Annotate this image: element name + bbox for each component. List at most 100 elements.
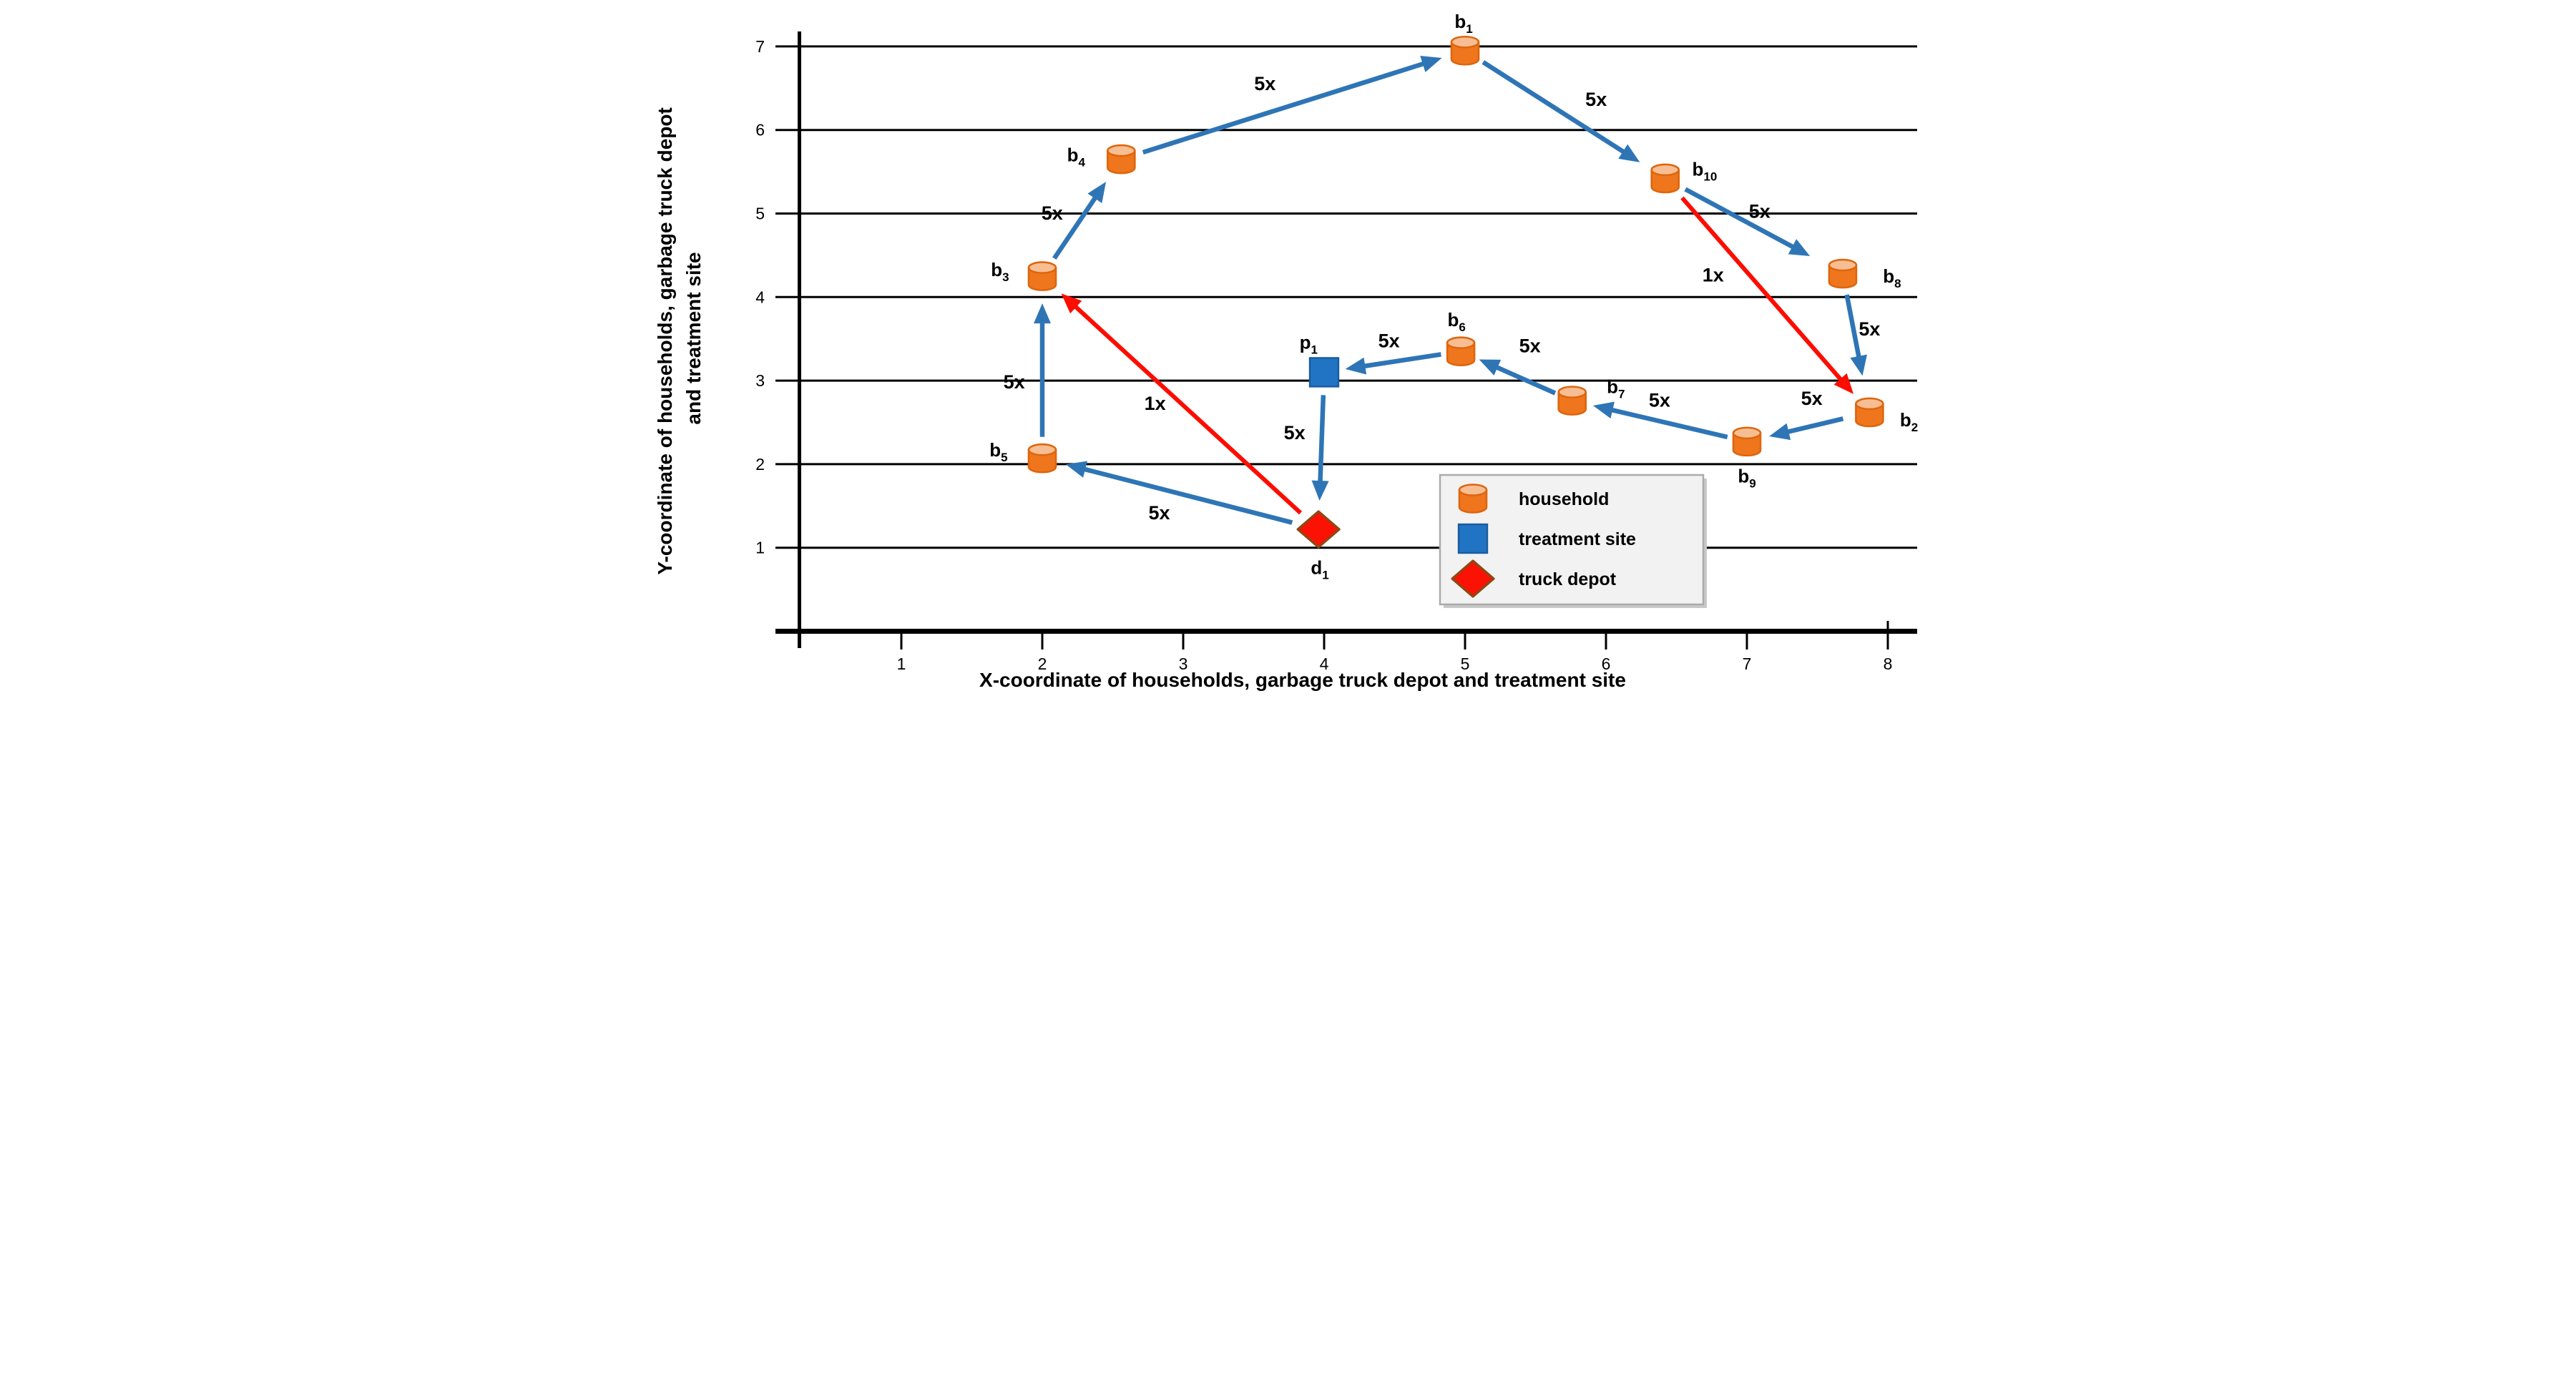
node-label-subscript: 7 xyxy=(1618,387,1625,401)
arrowhead xyxy=(1033,303,1051,324)
household-cylinder-body xyxy=(1732,432,1761,457)
x-tick-label-4: 4 xyxy=(1319,655,1328,673)
household-icon xyxy=(1854,397,1884,428)
x-tick-label-2: 2 xyxy=(1037,655,1047,673)
edge-b5-to-b3 xyxy=(1033,303,1051,437)
household-icon xyxy=(1106,144,1136,175)
household-cylinder-top xyxy=(1106,144,1136,157)
y-tick-label-4: 4 xyxy=(755,288,765,306)
y-axis-title: Y-coordinate of households, garbage truc… xyxy=(654,102,705,574)
node-b10 xyxy=(1650,163,1680,194)
household-cylinder-body xyxy=(1027,266,1057,291)
edge-b3-to-b4 xyxy=(1052,182,1106,260)
node-label-main: p xyxy=(1299,331,1311,353)
edge-label-b6-p1: 5x xyxy=(1378,330,1399,352)
node-label-p1: p1 xyxy=(1299,331,1317,356)
edge-b2-to-b9 xyxy=(1768,416,1843,441)
arrowhead xyxy=(1849,354,1867,376)
household-cylinder-body xyxy=(1828,264,1857,289)
node-label-subscript: 1 xyxy=(1311,343,1317,356)
node-b2 xyxy=(1854,397,1884,428)
x-axis-title: X-coordinate of households, garbage truc… xyxy=(979,669,1626,691)
legend-item-treatment: treatment site xyxy=(1457,523,1636,554)
household-cylinder-top xyxy=(1458,484,1487,496)
node-label-main: b xyxy=(1738,465,1749,486)
node-label-subscript: 6 xyxy=(1459,320,1465,334)
arrowhead xyxy=(1061,293,1082,314)
nodes-layer xyxy=(1027,35,1884,549)
node-label-b6: b6 xyxy=(1447,309,1465,334)
edge-b4-to-b1 xyxy=(1142,55,1442,155)
household-icon xyxy=(1027,443,1057,474)
node-label-subscript: 1 xyxy=(1322,569,1328,582)
y-tick-label-3: 3 xyxy=(755,371,765,390)
legend-item-depot: truck depot xyxy=(1450,559,1617,598)
edge-label-b5-b3: 5x xyxy=(1003,371,1024,393)
edge-line xyxy=(1081,466,1293,525)
node-label-subscript: 9 xyxy=(1749,476,1755,490)
household-cylinder-body xyxy=(1446,341,1475,366)
legend-label-depot: truck depot xyxy=(1519,569,1617,589)
household-cylinder-top xyxy=(1732,426,1761,440)
node-label-b4: b4 xyxy=(1067,144,1085,170)
depot-icon xyxy=(1296,510,1341,549)
arrowhead xyxy=(1419,55,1442,72)
legend-label-treatment: treatment site xyxy=(1519,529,1636,549)
node-label-main: b xyxy=(1899,409,1911,431)
edge-label-b4-b1: 5x xyxy=(1254,73,1275,94)
y-tick-label-5: 5 xyxy=(755,205,765,223)
y-tick-label-7: 7 xyxy=(755,37,765,56)
edge-line xyxy=(1361,352,1441,369)
node-label-main: b xyxy=(1447,309,1459,330)
node-label-main: d xyxy=(1311,557,1322,579)
y-tick-label-2: 2 xyxy=(755,455,765,474)
node-label-subscript: 8 xyxy=(1894,277,1901,290)
edge-label-b3-b4: 5x xyxy=(1041,202,1062,224)
household-icon xyxy=(1458,484,1487,514)
edge-label-b9-b7: 5x xyxy=(1648,389,1670,411)
household-icon xyxy=(1027,261,1057,291)
node-p1 xyxy=(1308,357,1339,388)
household-cylinder-body xyxy=(1450,41,1479,66)
household-cylinder-body xyxy=(1106,149,1136,175)
axes-layer xyxy=(775,31,1917,650)
arrowhead xyxy=(1592,401,1615,419)
edge-line xyxy=(1843,294,1861,360)
node-label-main: b xyxy=(1607,376,1618,397)
node-label-b10: b10 xyxy=(1692,159,1717,184)
node-b9 xyxy=(1732,426,1761,457)
edge-b1-to-b10 xyxy=(1482,60,1640,162)
edge-line xyxy=(1142,61,1426,155)
node-label-b3: b3 xyxy=(991,259,1009,284)
edge-label-d1-b5: 5x xyxy=(1148,502,1170,524)
edge-line xyxy=(1680,196,1843,383)
x-tick-label-6: 6 xyxy=(1601,655,1610,673)
node-label-subscript: 1 xyxy=(1466,22,1472,36)
household-cylinder-body xyxy=(1557,391,1587,416)
arrowhead xyxy=(1087,182,1106,204)
edge-line xyxy=(1317,395,1326,484)
household-cylinder-body xyxy=(1650,169,1680,194)
household-icon xyxy=(1450,35,1479,66)
y-axis-title-line1: Y-coordinate of households, garbage truc… xyxy=(654,107,676,574)
household-cylinder-top xyxy=(1450,35,1479,49)
edge-b6-to-p1 xyxy=(1345,352,1441,375)
y-tick-label-1: 1 xyxy=(755,539,765,557)
depot-icon xyxy=(1450,559,1495,598)
household-icon xyxy=(1732,426,1761,457)
node-b4 xyxy=(1106,144,1136,175)
household-cylinder-body xyxy=(1458,489,1487,514)
edge-label-b10-b8: 5x xyxy=(1748,200,1770,222)
y-tick-label-6: 6 xyxy=(755,121,765,139)
edge-label-b10-b2: 1x xyxy=(1702,264,1723,285)
node-label-main: b xyxy=(989,439,1001,461)
edge-b9-to-b7 xyxy=(1592,401,1728,440)
household-icon xyxy=(1557,386,1587,416)
household-cylinder-top xyxy=(1650,163,1680,177)
node-label-subscript: 5 xyxy=(1001,451,1007,464)
household-cylinder-top xyxy=(1027,443,1057,456)
household-cylinder-top xyxy=(1557,386,1587,398)
household-cylinder-top xyxy=(1446,336,1475,350)
